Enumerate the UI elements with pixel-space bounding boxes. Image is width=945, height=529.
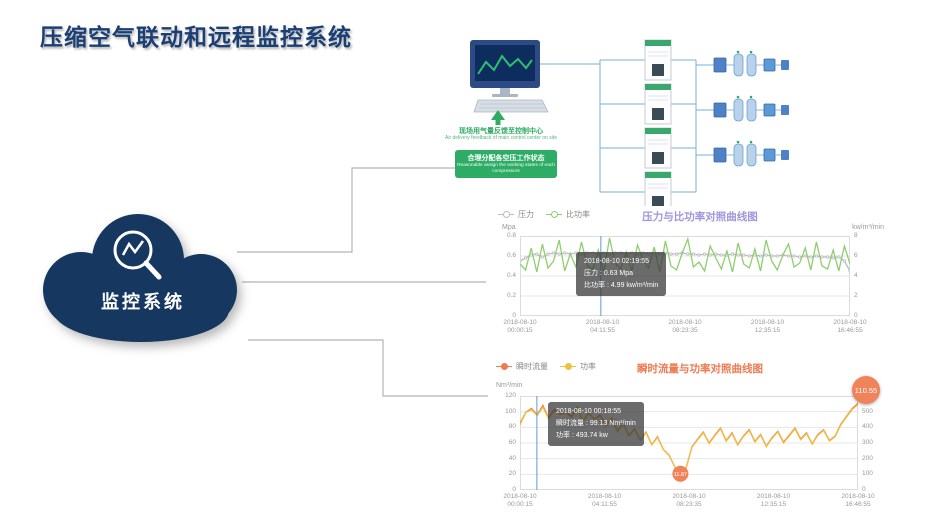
feedback-note: 现场用气量反馈至控制中心 Air delivery feedback of ma…: [445, 126, 557, 142]
axis-tick-label: 20: [508, 470, 516, 478]
min-value-badge: [672, 465, 689, 482]
right-axis-unit: kw/m³/min: [852, 224, 884, 231]
cloud-label: 监控系统: [101, 292, 185, 312]
axis-tick-label: 100: [505, 407, 516, 415]
compressor-unit: [644, 127, 672, 169]
axis-tick-label: 0.6: [506, 252, 516, 259]
chart-title: 瞬时流量与功率对照曲线图: [637, 363, 763, 375]
legend-item-power[interactable]: 功率: [560, 361, 596, 372]
connector-to-flow-chart: [248, 339, 490, 397]
min-value-label: 11.87: [674, 472, 687, 478]
connector-to-diagram: [237, 167, 455, 253]
left-axis-unit: Mpa: [502, 224, 516, 231]
axis-tick-label: 4: [854, 272, 858, 279]
axis-tick-label: 200: [862, 454, 873, 462]
air-treatment-line: [713, 140, 789, 167]
axis-tick-label: 60: [508, 439, 516, 446]
axis-tick-label: 100: [862, 470, 873, 478]
axis-tick-label: 500: [862, 407, 873, 415]
page-title: 压缩空气联动和远程监控系统: [40, 24, 352, 50]
series-marker-icon: [496, 363, 512, 370]
axis-tick-label: 0.4: [506, 272, 516, 279]
legend-item-specific-power[interactable]: 比功率: [546, 209, 590, 220]
pressure-plot-area[interactable]: [520, 236, 850, 316]
axis-tick-label: 0.2: [506, 292, 516, 299]
assign-box: 合理分配各空压工作状态 Reasonable assign the workin…: [455, 150, 557, 178]
pressure-chart: 压力 比功率 压力与比功率对照曲线图 Mpa kw/m³/min 2018-08…: [490, 206, 888, 342]
axis-tick-label: 0: [512, 486, 516, 493]
legend-label: 压力: [518, 210, 534, 219]
air-treatment-line: [713, 50, 789, 77]
end-value-badge: 110.55: [852, 376, 880, 404]
feedback-note-en: Air delivery feedback of main control ce…: [445, 135, 557, 141]
axis-tick-label: 6: [854, 252, 858, 259]
air-treatment-line: [713, 95, 789, 122]
legend-label: 功率: [580, 362, 596, 371]
compressor-unit: [644, 171, 672, 213]
axis-tick-label: 8: [854, 232, 858, 239]
magnifier-chart-icon: [113, 230, 162, 280]
system-diagram: [470, 39, 789, 213]
left-axis-unit: Nm³/min: [496, 382, 523, 389]
flow-chart-tooltip: 2018-08-10 00:18:55 瞬时流量 : 99.13 Nm³/min…: [548, 402, 644, 446]
keyboard: [473, 99, 549, 113]
axis-tick-label: 300: [862, 439, 873, 446]
pressure-chart-tooltip: 2018-08-10 02:19:55 压力 : 0.63 Mpa 比功率 : …: [576, 252, 667, 296]
legend-item-flow[interactable]: 瞬时流量: [496, 361, 548, 372]
series-marker-icon: [546, 211, 562, 218]
screen-chart-line: [477, 54, 533, 75]
cloud-shape: [43, 214, 237, 342]
axis-tick-label: 400: [862, 423, 873, 431]
control-computer: [470, 40, 549, 113]
legend-label: 比功率: [566, 210, 590, 219]
flow-chart: 瞬时流量 功率 瞬时流量与功率对照曲线图 Nm³/min 11.87 110.5…: [488, 356, 890, 529]
axis-tick-label: 120: [505, 392, 516, 399]
axis-tick-label: 0: [512, 312, 516, 319]
compressor-unit: [644, 83, 672, 125]
axis-tick-label: 40: [508, 454, 516, 462]
compressor-unit: [644, 39, 672, 81]
axis-tick-label: 0: [854, 312, 858, 319]
monitor-screen: [475, 45, 535, 81]
series-marker-icon: [560, 363, 576, 370]
chart-title: 压力与比功率对照曲线图: [642, 211, 758, 223]
assign-box-cn: 合理分配各空压工作状态: [467, 155, 545, 162]
chart-legend: 瞬时流量 功率: [496, 361, 596, 372]
monitoring-cloud[interactable]: 监控系统: [33, 198, 248, 348]
network-bus: [540, 59, 714, 193]
axis-tick-label: 80: [508, 423, 516, 431]
feedback-note-cn: 现场用气量反馈至控制中心: [459, 128, 543, 135]
legend-item-pressure[interactable]: 压力: [498, 209, 534, 220]
series-marker-icon: [498, 211, 514, 218]
legend-label: 瞬时流量: [516, 362, 548, 371]
axis-tick-label: 0: [862, 486, 866, 493]
series-line: [520, 236, 850, 273]
axis-tick-label: 2: [854, 292, 858, 299]
up-arrow-icon: [491, 110, 505, 125]
axis-tick-label: 0.8: [506, 232, 516, 239]
assign-box-en: Reasonable assign the working states of …: [457, 163, 555, 174]
chart-legend: 压力 比功率: [498, 209, 590, 220]
